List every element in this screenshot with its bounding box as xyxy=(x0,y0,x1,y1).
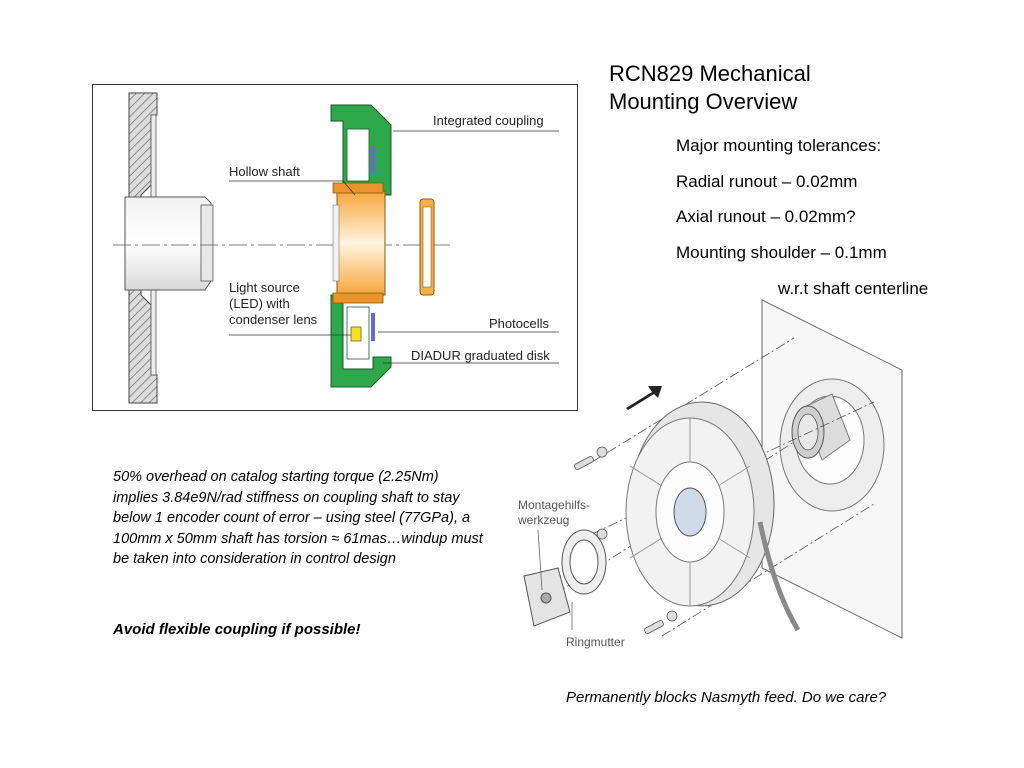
encoder-cable xyxy=(757,521,801,632)
cross-section-diagram: Integrated coupling Hollow shaft Light s… xyxy=(92,84,578,411)
title-line-1: RCN829 Mechanical xyxy=(609,61,811,86)
slide-title: RCN829 Mechanical Mounting Overview xyxy=(609,60,811,116)
title-line-2: Mounting Overview xyxy=(609,89,798,114)
label-diadur: DIADUR graduated disk xyxy=(411,348,550,363)
label-light-source: Light source (LED) with condenser lens xyxy=(229,280,318,327)
label-hollow-shaft: Hollow shaft xyxy=(229,164,300,179)
label-photocells: Photocells xyxy=(489,316,549,331)
direction-arrow xyxy=(626,386,662,410)
tolerances-heading: Major mounting tolerances: xyxy=(676,136,882,155)
cross-section-drawing xyxy=(113,92,559,404)
tolerance-radial: Radial runout – 0.02mm xyxy=(676,172,858,191)
coupling-warning: Avoid flexible coupling if possible! xyxy=(113,621,361,638)
nasmyth-caption: Permanently blocks Nasmyth feed. Do we c… xyxy=(566,689,887,706)
tolerance-shoulder: Mounting shoulder – 0.1mm xyxy=(676,243,887,262)
led-light-source xyxy=(350,326,362,342)
housing-lower xyxy=(330,294,392,388)
machine-shaft xyxy=(124,196,212,291)
label-integrated-coupling: Integrated coupling xyxy=(433,113,544,128)
tolerance-axial: Axial runout – 0.02mm? xyxy=(676,207,856,226)
assembly-exploded-view xyxy=(523,299,903,639)
torque-note: 50% overhead on catalog starting torque … xyxy=(113,469,483,567)
label-ringmutter: Ringmutter xyxy=(566,635,625,649)
label-montagehilfswerkzeug: Montagehilfs- werkzeug xyxy=(518,498,591,527)
tolerance-shoulder-ref: w.r.t shaft centerline xyxy=(778,279,929,298)
hollow-shaft xyxy=(336,190,386,296)
